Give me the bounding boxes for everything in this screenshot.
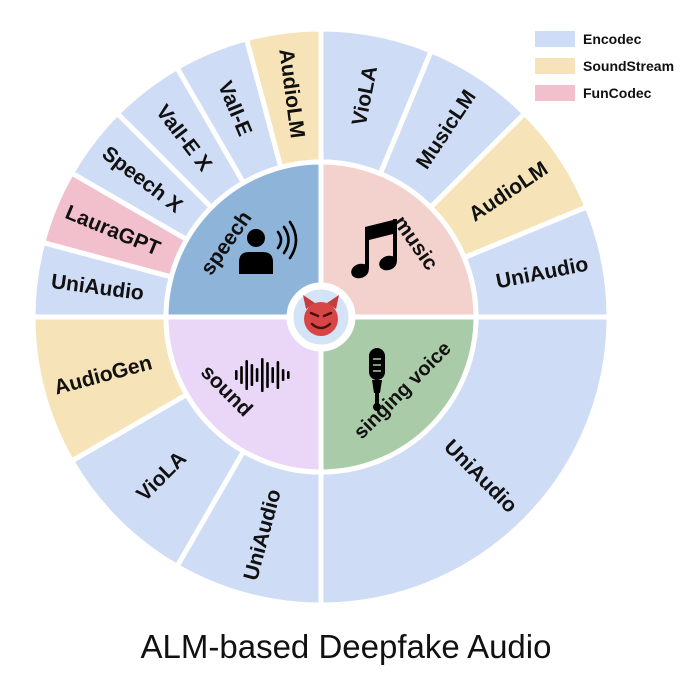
legend-swatch-encodec (535, 30, 575, 47)
legend-item-encodec: Encodec (535, 25, 674, 52)
speaking-person-icon (239, 220, 298, 274)
legend-item-funcodec: FunCodec (535, 79, 674, 106)
legend-item-soundstream: SoundStream (535, 52, 674, 79)
category-segment-speech (163, 159, 324, 320)
legend-swatch-funcodec (535, 84, 575, 101)
legend-label: Encodec (583, 30, 642, 47)
category-icons (235, 219, 397, 411)
figure-caption: ALM-based Deepfake Audio (140, 628, 552, 665)
category-segment-singing (318, 314, 479, 475)
legend-label: FunCodec (583, 84, 652, 101)
legend-swatch-soundstream (535, 57, 575, 74)
legend-label: SoundStream (583, 57, 675, 74)
center-badge (290, 286, 352, 348)
devil-emoji-icon (290, 286, 352, 348)
microphone-icon (369, 348, 385, 411)
codec-legend: Encodec SoundStream FunCodec (535, 25, 674, 106)
category-segment-sound (163, 314, 324, 475)
category-segment-music (318, 159, 479, 320)
music-note-icon (351, 219, 397, 279)
sound-wave-icon (235, 358, 290, 392)
